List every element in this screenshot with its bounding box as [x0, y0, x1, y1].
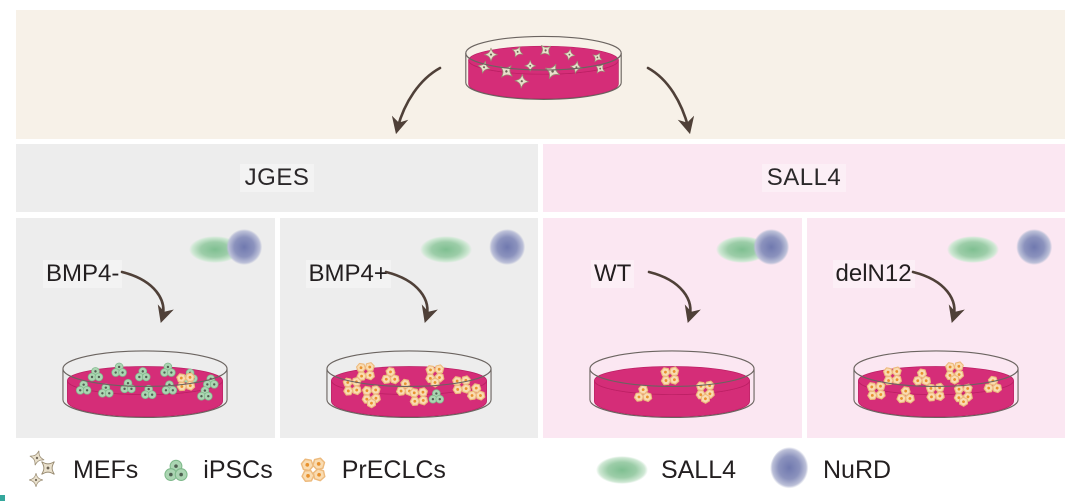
- sall4-nurd-complex-icon: [947, 229, 1055, 269]
- panel-wt: WT: [543, 218, 802, 438]
- sall4-ellipse-icon: [947, 235, 999, 263]
- panel-bmp4-minus-label: BMP4-: [43, 260, 123, 288]
- header-sall4-label: SALL4: [761, 164, 847, 192]
- ipscs-icon: [164, 459, 188, 481]
- split-arrow-left: [391, 66, 442, 135]
- result-dish-bmp4-minus: [62, 350, 228, 419]
- legend-label-preclcs: PrECLCs: [341, 455, 446, 484]
- corner-artifact: [0, 495, 5, 501]
- sall4-nurd-complex-icon: [715, 229, 792, 269]
- panel-deln12-label: delN12: [832, 260, 915, 288]
- panel-wt-label: WT: [591, 260, 635, 288]
- source-dish-graphic: [391, 35, 695, 135]
- nurd-icon: [770, 447, 810, 493]
- mefs-icon: [28, 449, 60, 488]
- result-dish-bmp4-plus: [326, 350, 492, 419]
- panel-bmp4-minus: BMP4-: [16, 218, 275, 438]
- split-arrow-right: [646, 66, 695, 135]
- source-culture-band: [16, 10, 1065, 139]
- sall4-nurd-complex-icon: [188, 229, 265, 269]
- header-sall4: SALL4: [543, 144, 1065, 212]
- treatment-arrow: [911, 270, 965, 324]
- sall4-icon: [595, 456, 648, 484]
- nurd-sphere-icon: [1015, 229, 1055, 269]
- legend-item-preclcs: PrECLCs: [297, 453, 446, 487]
- header-jges-label: JGES: [239, 164, 315, 192]
- legend-item-nurd: NuRD: [770, 447, 891, 493]
- nurd-sphere-icon: [488, 229, 528, 269]
- legend-item-sall4: SALL4: [595, 455, 736, 485]
- legend-label-sall4: SALL4: [660, 455, 736, 484]
- treatment-arrow: [120, 270, 174, 324]
- panel-bmp4-plus-label: BMP4+: [305, 260, 391, 288]
- result-dish-wt: [589, 350, 755, 419]
- legend-label-ipscs: iPSCs: [203, 455, 273, 484]
- result-dish-deln12: [853, 350, 1019, 419]
- treatment-arrow: [384, 270, 438, 324]
- panel-deln12: delN12: [806, 218, 1065, 438]
- legend-item-mefs: MEFs: [28, 449, 138, 491]
- sall4-ellipse-icon: [420, 235, 472, 263]
- header-jges: JGES: [16, 144, 538, 212]
- treatment-arrow: [647, 270, 701, 324]
- mef-source-dish: [465, 35, 622, 100]
- legend-label-nurd: NuRD: [823, 455, 892, 484]
- preclcs-icon: [297, 453, 329, 487]
- legend-label-mefs: MEFs: [73, 455, 139, 484]
- nurd-sphere-icon: [751, 229, 792, 269]
- legend: MEFs iPSCs PrECLCs SALL4 NuRD: [16, 443, 1065, 497]
- column-headers: JGES SALL4: [16, 144, 1065, 212]
- nurd-sphere-icon: [224, 229, 265, 269]
- condition-panels: BMP4- BMP4+: [16, 218, 1065, 438]
- legend-item-ipscs: iPSCs: [162, 455, 273, 485]
- panel-bmp4-plus: BMP4+: [279, 218, 538, 438]
- sall4-nurd-complex-icon: [420, 229, 528, 269]
